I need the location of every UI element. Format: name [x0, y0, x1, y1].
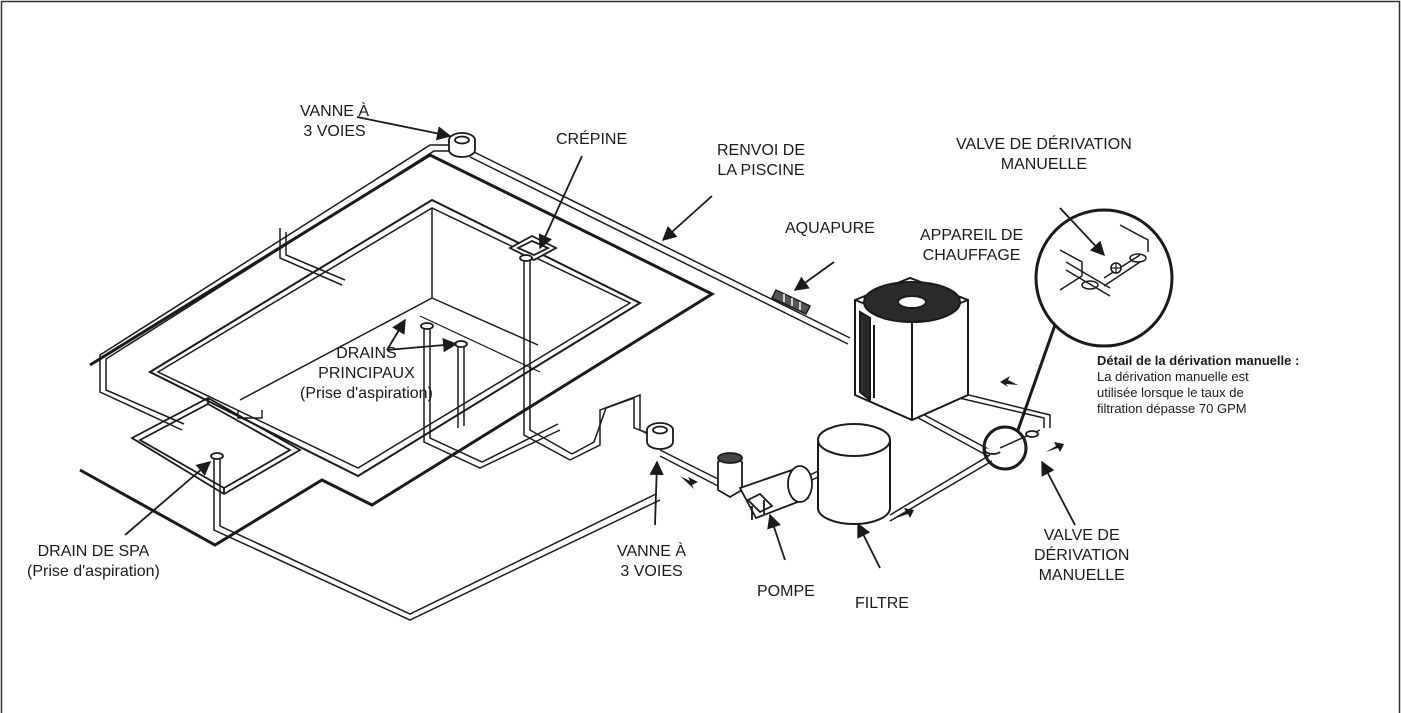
- heater-icon: [854, 276, 969, 422]
- bypass-detail-title: Détail de la dérivation manuelle :: [1097, 353, 1300, 368]
- label-pool-return: RENVOI DE LA PISCINE: [717, 142, 806, 179]
- bypass-detail-magnifier: [982, 208, 1174, 471]
- three-way-valve-top-icon: [448, 132, 476, 158]
- label-spa-drain: DRAIN DE SPA (Prise d'aspiration): [27, 543, 160, 580]
- bypass-detail-note: Détail de la dérivation manuelle : La dé…: [1097, 353, 1299, 417]
- label-manual-bypass-valve-top: VALVE DE DÉRIVATION MANUELLE: [956, 136, 1132, 173]
- flow-arrows: [680, 376, 1064, 518]
- pump-icon: [717, 452, 813, 520]
- label-main-drains: DRAINS PRINCIPAUX (Prise d'aspiration): [300, 345, 433, 402]
- label-manual-bypass-valve-bottom: VALVE DE DÉRIVATION MANUELLE: [1034, 527, 1130, 584]
- spa-drain-icon: [210, 452, 224, 460]
- label-filter: FILTRE: [855, 595, 909, 612]
- bypass-detail-line: utilisée lorsque le taux de: [1097, 385, 1244, 400]
- label-pump: POMPE: [757, 583, 815, 600]
- label-skimmer: CRÉPINE: [556, 131, 628, 148]
- leader-arrows: [124, 116, 1105, 569]
- label-three-way-valve-top: VANNE À 3 VOIES: [300, 103, 370, 140]
- bypass-detail-line: La dérivation manuelle est: [1097, 369, 1249, 384]
- label-three-way-valve-bottom: VANNE À 3 VOIES: [617, 543, 687, 580]
- skimmer-icon: [508, 234, 558, 262]
- label-aquapure: AQUAPURE: [785, 220, 875, 237]
- three-way-valve-bottom-icon: [646, 422, 674, 450]
- main-drain-icons: [420, 322, 468, 348]
- aquapure-icon: [770, 289, 812, 315]
- pool-shell: [79, 153, 716, 547]
- pipes: [99, 144, 1051, 621]
- bypass-detail-line: filtration dépasse 70 GPM: [1097, 401, 1247, 416]
- filter-icon: [817, 423, 891, 525]
- label-heater: APPAREIL DE CHAUFFAGE: [920, 227, 1024, 264]
